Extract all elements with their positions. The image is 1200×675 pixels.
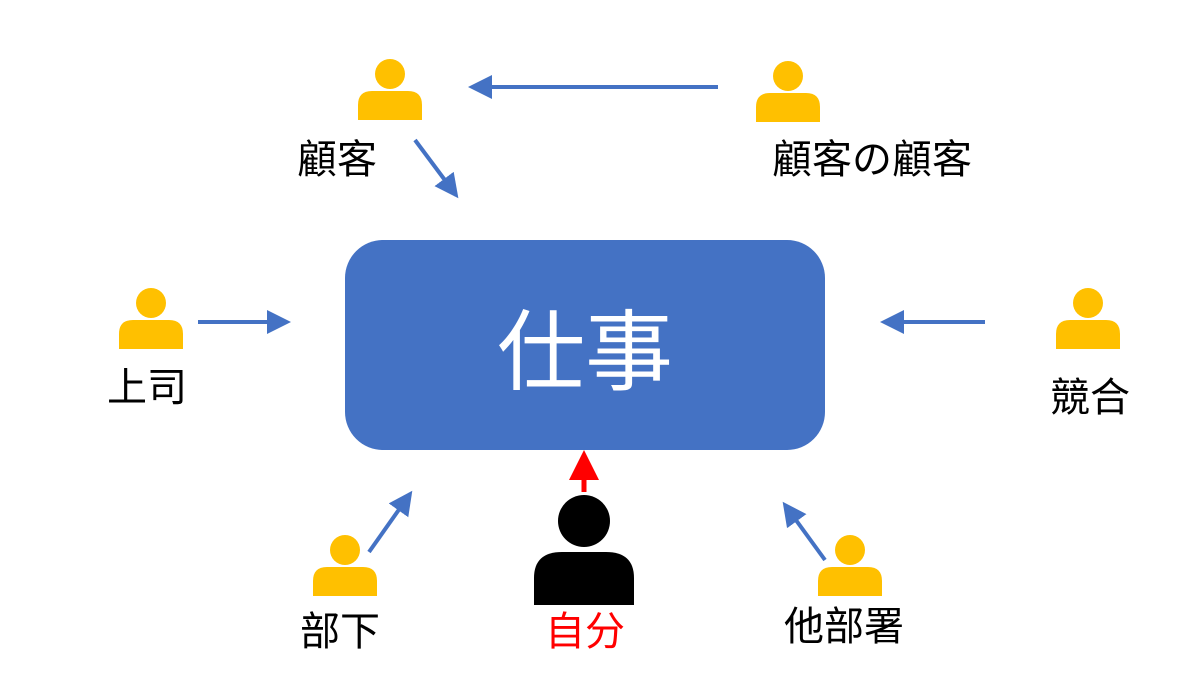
customers-customer-label: 顧客の顧客 [772,137,972,183]
person-icon [534,495,634,605]
arrow-customer-to-work [413,138,459,199]
person-icon [818,535,882,596]
self-label: 自分 [545,609,625,655]
subordinate-label: 部下 [300,609,380,655]
customer-label: 顧客 [297,137,377,183]
competitor-label: 競合 [1050,375,1130,421]
arrow-subordinate-to-work [367,490,413,554]
person-icon [1056,288,1120,349]
person-icon [119,288,183,349]
work-box [345,240,825,450]
boss-label: 上司 [107,365,187,411]
arrow-other-department-to-work [782,501,827,562]
person-icon [313,535,377,596]
person-icon [756,61,820,122]
person-icon [358,59,422,120]
other-department-label: 他部署 [784,604,904,650]
